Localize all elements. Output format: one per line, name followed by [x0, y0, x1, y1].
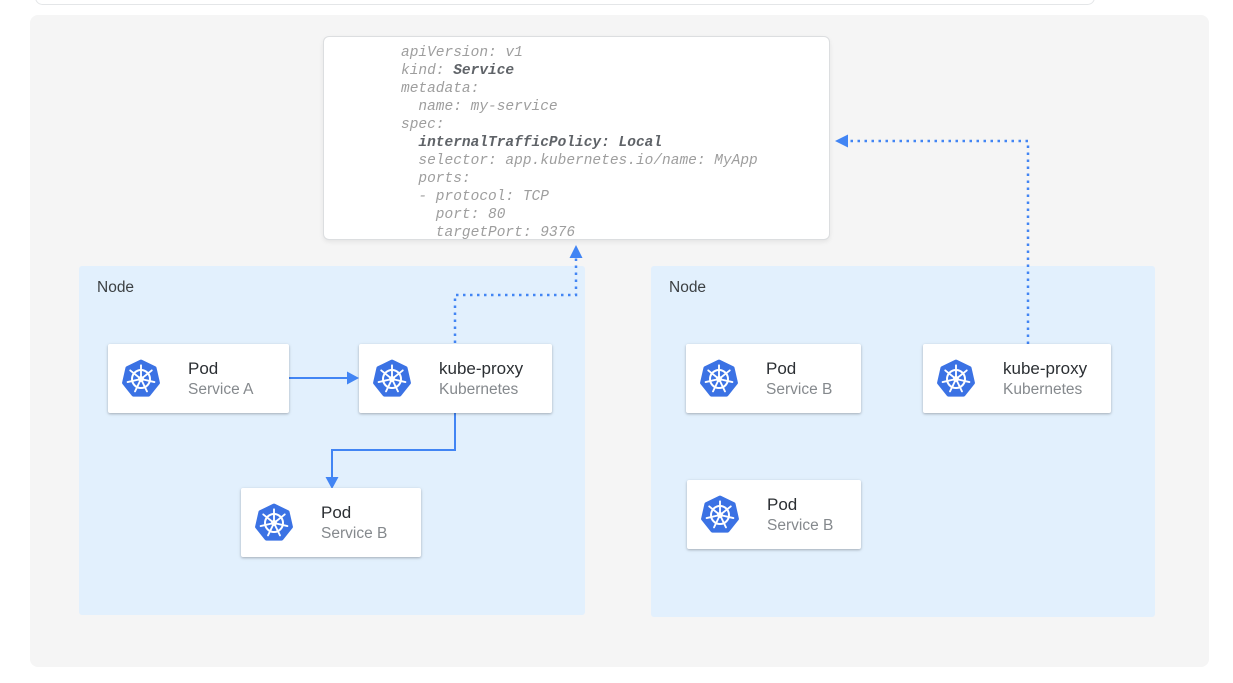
- card-kube-proxy-right: kube-proxy Kubernetes: [923, 344, 1111, 413]
- kubernetes-icon: [121, 359, 161, 399]
- card-pod-service-b-left: Pod Service B: [241, 488, 421, 557]
- node-panel-right: Node: [651, 266, 1155, 617]
- node-label: Node: [669, 279, 707, 296]
- yaml-line: name: my-service: [401, 99, 558, 115]
- card-subtitle: Service B: [767, 516, 834, 534]
- card-kube-proxy-left: kube-proxy Kubernetes: [359, 344, 552, 413]
- card-title: kube-proxy: [439, 358, 524, 378]
- yaml-line: - protocol: TCP: [401, 189, 549, 205]
- card-title: kube-proxy: [1003, 358, 1088, 378]
- card-title: Pod: [766, 358, 797, 378]
- kubernetes-icon: [936, 359, 976, 399]
- kubernetes-icon: [372, 359, 412, 399]
- node-label: Node: [97, 279, 135, 296]
- yaml-line: port: 80: [401, 207, 506, 223]
- card-title: Pod: [767, 494, 798, 514]
- yaml-line: kind: Service: [401, 63, 515, 79]
- service-yaml-card: apiVersion: v1 kind: Service metadata: n…: [323, 36, 830, 240]
- yaml-line: targetPort: 9376: [401, 225, 576, 240]
- top-divider: [35, 0, 1095, 5]
- yaml-line: metadata:: [401, 81, 480, 97]
- card-title: Pod: [321, 502, 352, 522]
- yaml-line: internalTrafficPolicy: Local: [418, 135, 663, 151]
- card-pod-service-b-right-top: Pod Service B: [686, 344, 861, 413]
- yaml-line: apiVersion: v1: [401, 45, 523, 61]
- card-pod-service-b-right-bottom: Pod Service B: [687, 480, 861, 549]
- card-subtitle: Kubernetes: [439, 380, 519, 398]
- card-subtitle: Service B: [321, 524, 388, 542]
- yaml-line: spec:: [401, 117, 445, 133]
- kubernetes-icon: [700, 495, 740, 535]
- card-pod-service-a: Pod Service A: [108, 344, 289, 413]
- card-subtitle: Service A: [188, 380, 254, 398]
- card-title: Pod: [188, 358, 219, 378]
- node-panel-left: Node: [79, 266, 585, 615]
- card-subtitle: Service B: [766, 380, 833, 398]
- yaml-line: selector: app.kubernetes.io/name: MyApp: [401, 153, 758, 169]
- kubernetes-icon: [254, 503, 294, 543]
- kubernetes-icon: [699, 359, 739, 399]
- card-subtitle: Kubernetes: [1003, 380, 1083, 398]
- yaml-line: ports:: [401, 171, 471, 187]
